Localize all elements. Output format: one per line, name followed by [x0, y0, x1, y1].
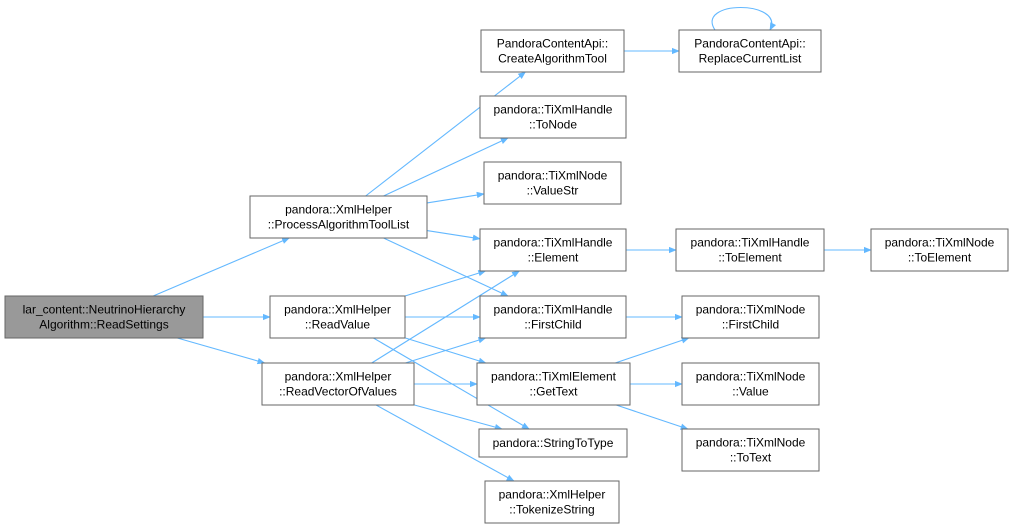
node-tokenize-string[interactable]: pandora::XmlHelper::TokenizeString [484, 480, 620, 524]
node-label-line: ::ReadValue [305, 318, 370, 332]
node-label-line: pandora::TiXmlHandle [494, 103, 613, 117]
node-element-get-text[interactable]: pandora::TiXmlElement::GetText [476, 362, 631, 406]
node-label-line: pandora::TiXmlNode [885, 236, 995, 250]
node-label-line: pandora::XmlHelper [499, 488, 606, 502]
node-handle-to-element[interactable]: pandora::TiXmlHandle::ToElement [675, 228, 825, 272]
edge-process-alg-tool-list-to-handle-to-node [383, 137, 509, 197]
node-label-line: ::GetText [529, 385, 578, 399]
node-label-line: ::FirstChild [722, 318, 779, 332]
node-label-line: ::FirstChild [524, 318, 581, 332]
node-box[interactable] [479, 295, 627, 339]
node-handle-first-child[interactable]: pandora::TiXmlHandle::FirstChild [479, 295, 627, 339]
node-label-line: pandora::TiXmlNode [696, 303, 806, 317]
node-read-value[interactable]: pandora::XmlHelper::ReadValue [269, 295, 406, 339]
node-root[interactable]: lar_content::NeutrinoHierarchyAlgorithm:… [4, 295, 204, 339]
edge-read-vector-of-values-to-tokenize-string [375, 404, 515, 482]
node-label-line: pandora::TiXmlNode [696, 436, 806, 450]
node-label-line: ::ToElement [908, 251, 972, 265]
node-label-line: ::TokenizeString [509, 503, 594, 517]
node-label-line: pandora::StringToType [493, 436, 614, 450]
node-node-value-str[interactable]: pandora::TiXmlNode::ValueStr [483, 161, 622, 205]
edges [152, 7, 872, 482]
edge-root-to-read-vector-of-values [177, 337, 266, 365]
node-label-line: ::ToText [730, 451, 772, 465]
edge-replace-current-list-to-replace-current-list [711, 7, 777, 31]
node-label-line: PandoraContentApi:: [497, 37, 608, 51]
node-box[interactable] [269, 295, 406, 339]
node-box[interactable] [675, 228, 825, 272]
node-read-vector-of-values[interactable]: pandora::XmlHelper::ReadVectorOfValues [261, 362, 415, 406]
node-box[interactable] [681, 295, 820, 339]
node-box[interactable] [4, 295, 204, 339]
node-process-alg-tool-list[interactable]: pandora::XmlHelper::ProcessAlgorithmTool… [249, 195, 428, 239]
node-box[interactable] [479, 228, 627, 272]
node-label-line: pandora::TiXmlHandle [494, 236, 613, 250]
node-box[interactable] [681, 428, 820, 472]
node-node-value[interactable]: pandora::TiXmlNode::Value [681, 362, 820, 406]
node-label-line: ::ProcessAlgorithmToolList [268, 218, 410, 232]
edge-process-alg-tool-list-to-node-value-str [426, 191, 485, 204]
edge-element-get-text-to-node-to-text [616, 404, 689, 430]
node-label-line: pandora::TiXmlHandle [494, 303, 613, 317]
node-label-line: ::ValueStr [527, 184, 579, 198]
edge-read-vector-of-values-to-handle-first-child [405, 337, 487, 364]
node-label-line: pandora::XmlHelper [284, 303, 391, 317]
edge-element-get-text-to-node-first-child [615, 337, 690, 364]
node-label-line: pandora::TiXmlNode [498, 169, 608, 183]
node-label-line: pandora::TiXmlNode [696, 370, 806, 384]
node-box[interactable] [480, 29, 625, 73]
edge-process-alg-tool-list-to-handle-element [426, 230, 481, 241]
nodes: lar_content::NeutrinoHierarchyAlgorithm:… [4, 29, 1009, 524]
node-node-first-child[interactable]: pandora::TiXmlNode::FirstChild [681, 295, 820, 339]
node-label-line: ::Element [528, 251, 579, 265]
node-label-line: pandora::TiXmlElement [491, 370, 617, 384]
node-box[interactable] [478, 428, 628, 458]
node-label-line: pandora::XmlHelper [285, 203, 392, 217]
node-box[interactable] [476, 362, 631, 406]
edge-read-value-to-handle-element [404, 270, 487, 297]
node-box[interactable] [483, 161, 622, 205]
edge-read-vector-of-values-to-string-to-type [413, 404, 503, 431]
node-handle-to-node[interactable]: pandora::TiXmlHandle::ToNode [479, 95, 627, 139]
edge-process-alg-tool-list-to-create-alg-tool [365, 71, 527, 197]
edge-process-alg-tool-list-to-handle-first-child [383, 237, 509, 297]
node-label-line: ::Value [732, 385, 769, 399]
node-label-line: CreateAlgorithmTool [498, 52, 607, 66]
node-create-alg-tool[interactable]: PandoraContentApi::CreateAlgorithmTool [480, 29, 625, 73]
node-string-to-type[interactable]: pandora::StringToType [478, 428, 628, 458]
node-handle-element[interactable]: pandora::TiXmlHandle::Element [479, 228, 627, 272]
node-box[interactable] [678, 29, 822, 73]
node-label-line: Algorithm::ReadSettings [39, 318, 168, 332]
node-box[interactable] [479, 95, 627, 139]
node-label-line: PandoraContentApi:: [694, 37, 805, 51]
node-box[interactable] [261, 362, 415, 406]
node-label-line: lar_content::NeutrinoHierarchy [23, 303, 186, 317]
node-label-line: ::ReadVectorOfValues [279, 385, 397, 399]
node-label-line: pandora::XmlHelper [285, 370, 392, 384]
node-label-line: ::ToNode [529, 118, 577, 132]
node-box[interactable] [870, 228, 1009, 272]
node-node-to-element[interactable]: pandora::TiXmlNode::ToElement [870, 228, 1009, 272]
node-box[interactable] [249, 195, 428, 239]
edge-root-to-process-alg-tool-list [152, 237, 291, 297]
node-replace-current-list[interactable]: PandoraContentApi::ReplaceCurrentList [678, 29, 822, 73]
node-box[interactable] [681, 362, 820, 406]
node-label-line: ::ToElement [718, 251, 782, 265]
node-node-to-text[interactable]: pandora::TiXmlNode::ToText [681, 428, 820, 472]
node-box[interactable] [484, 480, 620, 524]
node-label-line: pandora::TiXmlHandle [691, 236, 810, 250]
edge-read-vector-of-values-to-handle-element [371, 270, 520, 364]
node-label-line: ReplaceCurrentList [699, 52, 802, 66]
